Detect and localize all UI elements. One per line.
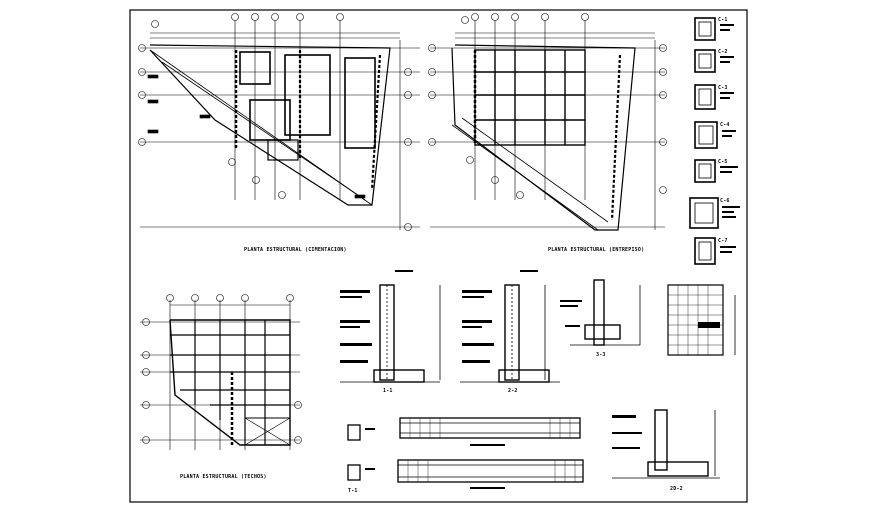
foundation-plan xyxy=(138,13,420,231)
column-schedule xyxy=(689,17,740,265)
column-type-c4: C-4 xyxy=(720,122,730,128)
section-label-1-1: 1-1 xyxy=(383,388,393,394)
beam-elevations xyxy=(347,417,584,489)
foundation-plan-title: PLANTA ESTRUCTURAL (CIMENTACION) xyxy=(244,247,347,253)
mezzanine-plan-title: PLANTA ESTRUCTURAL (ENTREPISO) xyxy=(548,247,645,253)
sheet-border xyxy=(129,9,748,503)
column-type-c1: C-1 xyxy=(718,17,728,23)
column-type-c3: C-3 xyxy=(718,85,728,91)
column-type-c2: C-2 xyxy=(718,49,728,55)
section-label-2-2: 2-2 xyxy=(508,388,518,394)
beam-tag-t1: T-1 xyxy=(348,488,358,494)
mezzanine-plan xyxy=(428,13,667,231)
section-label-2d-2: 2D-2 xyxy=(670,486,683,492)
roof-plan-title: PLANTA ESTRUCTURAL (TECHOS) xyxy=(180,474,267,480)
column-type-c7: C-7 xyxy=(718,238,728,244)
wall-sections xyxy=(340,270,736,479)
section-label-3-3: 3-3 xyxy=(596,352,606,358)
roof-plan xyxy=(140,294,302,450)
column-type-c6: C-6 xyxy=(720,198,730,204)
column-type-c5: C-5 xyxy=(718,159,728,165)
